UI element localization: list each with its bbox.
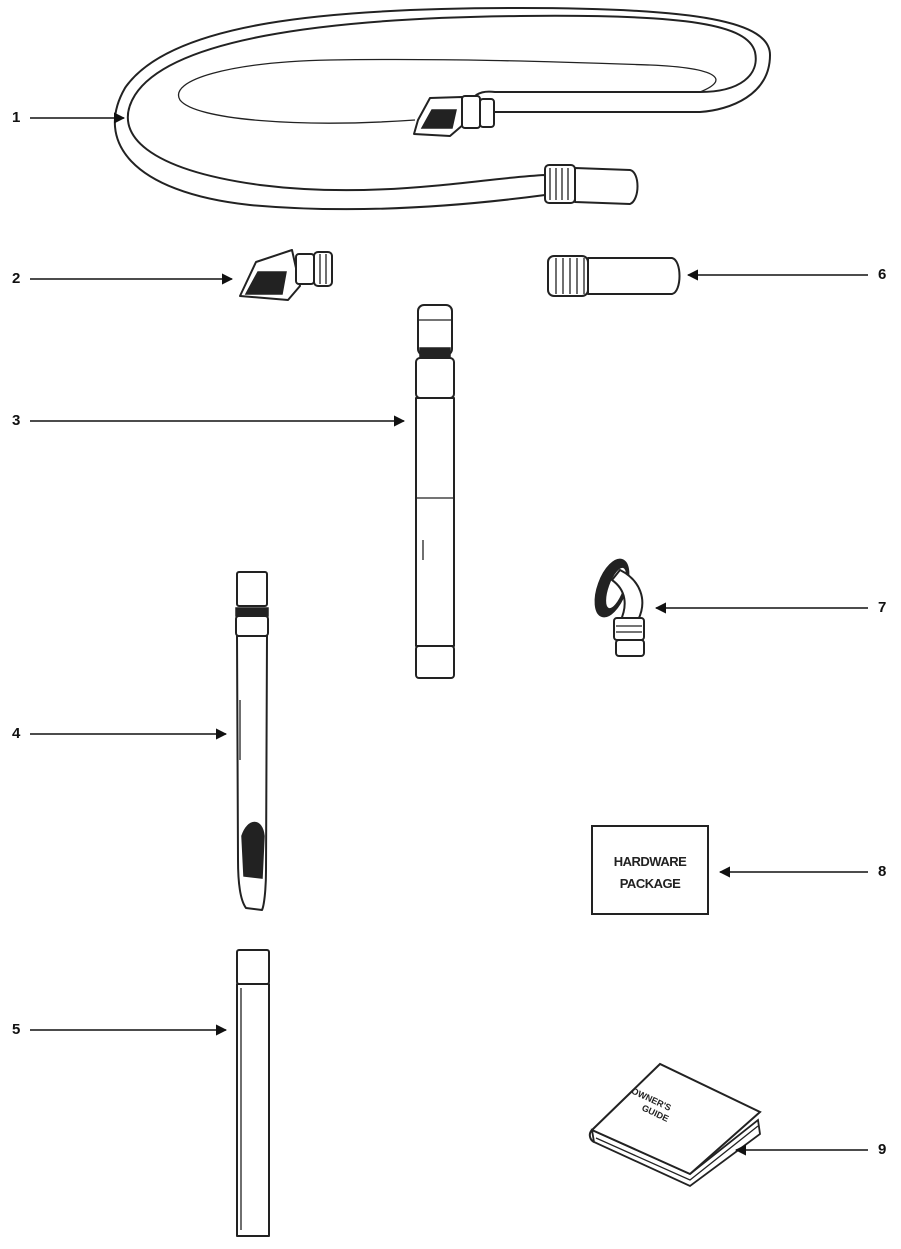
straight-wand-icon: [236, 949, 270, 1237]
callout-6: 6: [878, 266, 887, 283]
callout-8: 8: [878, 863, 887, 880]
hardware-package-icon: HARDWARE PACKAGE: [591, 825, 709, 915]
owners-guide-book-icon: OWNER'S GUIDE: [588, 1062, 762, 1188]
callout-5: 5: [12, 1021, 21, 1038]
hardware-package-line2: PACKAGE: [620, 876, 681, 891]
callout-2: 2: [12, 270, 21, 287]
dusting-brush-icon: [594, 558, 645, 657]
callout-4: 4: [12, 725, 21, 742]
hose-cuff-icon: [547, 255, 681, 297]
callout-9: 9: [878, 1141, 887, 1158]
hardware-package-line1: HARDWARE: [614, 854, 687, 869]
callout-1: 1: [12, 109, 21, 126]
swivel-handle-icon: [239, 249, 333, 301]
callout-3: 3: [12, 412, 21, 429]
callout-7: 7: [878, 599, 887, 616]
extension-wand-icon: [415, 304, 455, 679]
crevice-tool-icon: [235, 571, 269, 911]
hose-icon: [114, 7, 771, 211]
